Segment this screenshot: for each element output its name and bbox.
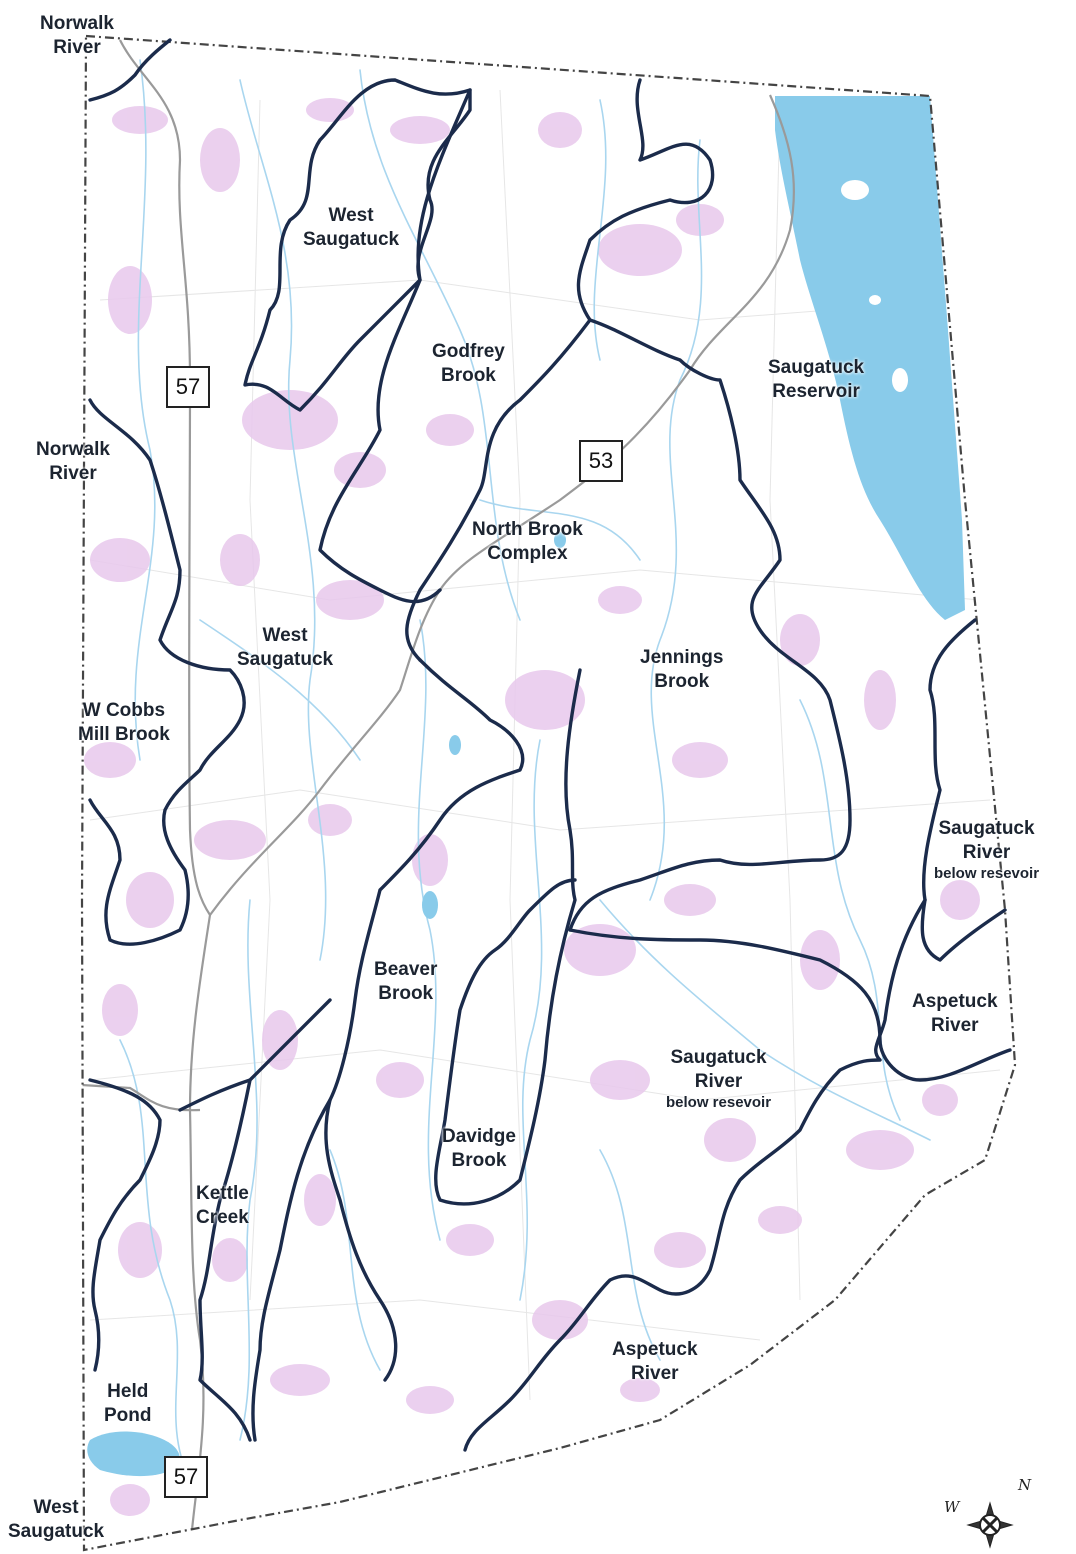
compass: N W [940, 1470, 1060, 1554]
label-line: Brook [378, 983, 434, 1004]
local-road [82, 1083, 201, 1112]
label-line: River [49, 463, 97, 484]
label-godfrey-brook: Godfrey Brook [432, 340, 505, 388]
label-line: Brook [440, 365, 496, 386]
label-line: Saugatuck [938, 818, 1035, 839]
label-line: Davidge [442, 1126, 516, 1147]
label-line: Saugatuck [303, 229, 400, 250]
label-line: River [694, 1071, 743, 1092]
label-line: Reservoir [772, 381, 860, 402]
label-line: Saugatuck [237, 649, 334, 670]
map-basemap [82, 39, 1001, 1550]
label-line: Norwalk [36, 439, 110, 460]
label-line: Jennings [640, 647, 724, 668]
label-west-saugatuck-mid: West Saugatuck [237, 624, 333, 672]
label-w-cobbs-mill-brook: W Cobbs Mill Brook [78, 699, 170, 747]
water-bodies [87, 96, 965, 1477]
label-held-pond: Held Pond [104, 1380, 152, 1428]
label-line: Beaver [374, 959, 438, 980]
subwatershed-boundaries [88, 38, 1012, 1452]
label-line: Saugatuck [8, 1521, 105, 1542]
label-line: River [962, 842, 1011, 863]
label-west-saugatuck-south: West Saugatuck [8, 1496, 104, 1544]
label-line: Mill Brook [78, 724, 170, 745]
label-aspetuck-river-east: Aspetuck River [912, 990, 998, 1038]
route-53-road [209, 94, 796, 916]
label-line: River [931, 1015, 979, 1036]
label-line: Held [107, 1381, 149, 1402]
label-line: Brook [654, 671, 710, 692]
label-line: West [33, 1497, 79, 1518]
compass-west-label: W [944, 1498, 960, 1516]
compass-north-label: N [1018, 1476, 1032, 1494]
label-beaver-brook: Beaver Brook [374, 958, 437, 1006]
label-line: Aspetuck [912, 991, 998, 1012]
held-pond-water [87, 1431, 180, 1477]
label-line: Kettle [196, 1183, 249, 1204]
label-subline: below resevoir [666, 1094, 772, 1111]
label-line: North Brook [472, 519, 583, 540]
label-line: Aspetuck [612, 1339, 698, 1360]
label-subline: below resevoir [934, 865, 1040, 882]
label-line: Brook [451, 1150, 507, 1171]
stream-network [119, 59, 931, 1481]
label-line: Saugatuck [768, 357, 865, 378]
saugatuck-reservoir-water [775, 96, 965, 620]
label-line: Creek [196, 1207, 249, 1228]
label-line: Godfrey [432, 341, 505, 362]
label-line: River [631, 1363, 679, 1384]
label-davidge-brook: Davidge Brook [442, 1125, 516, 1173]
label-jennings-brook: Jennings Brook [640, 646, 723, 694]
town-boundary [80, 34, 1017, 1552]
label-line: West [328, 205, 374, 226]
label-line: W Cobbs [82, 700, 166, 721]
roads [82, 39, 796, 1550]
compass-rose-icon [966, 1501, 1014, 1549]
label-north-brook-complex: North Brook Complex [472, 518, 583, 566]
route-57-road [119, 39, 212, 1550]
label-kettle-creek: Kettle Creek [196, 1182, 249, 1230]
label-west-saugatuck-north: West Saugatuck [303, 204, 399, 252]
label-aspetuck-river-south: Aspetuck River [612, 1338, 698, 1386]
wetland-areas [84, 98, 980, 1516]
label-line: Complex [487, 543, 568, 564]
label-norwalk-river-top: Norwalk River [40, 12, 114, 60]
route-57-south-shield: 57 [164, 1456, 208, 1498]
label-saugatuck-reservoir: Saugatuck Reservoir [768, 356, 864, 404]
label-line: Saugatuck [670, 1047, 767, 1068]
label-norwalk-river-west: Norwalk River [36, 438, 110, 486]
label-line: Pond [104, 1405, 152, 1426]
route-57-north-shield: 57 [166, 366, 210, 408]
label-line: River [53, 37, 101, 58]
label-saugatuck-river-center: Saugatuck River below resevoir [666, 1046, 771, 1112]
label-line: West [262, 625, 308, 646]
label-line: Norwalk [40, 13, 114, 34]
reservoir-islands [841, 180, 908, 392]
label-saugatuck-river-east: Saugatuck River below resevoir [934, 817, 1039, 883]
route-53-shield: 53 [579, 440, 623, 482]
